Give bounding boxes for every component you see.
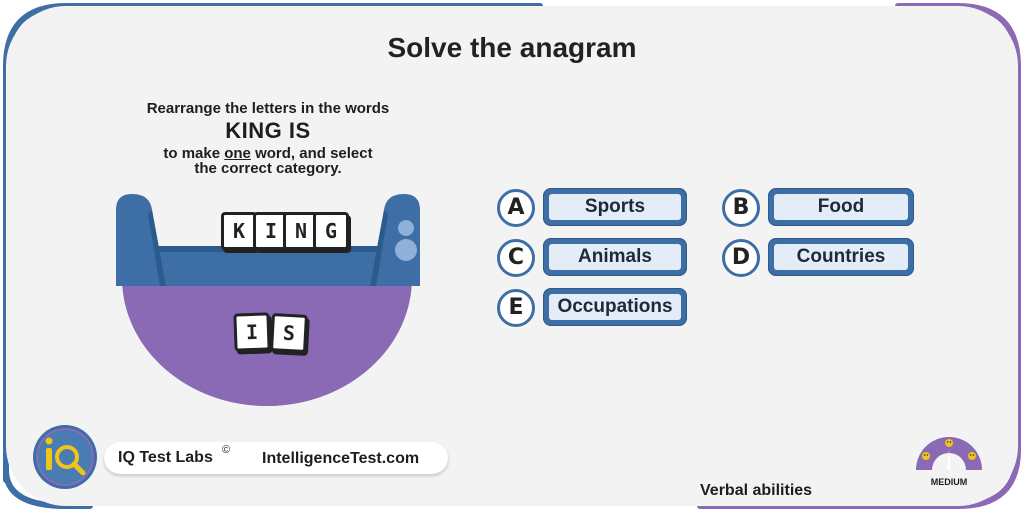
instruction-line-1: Rearrange the letters in the words [146,100,390,117]
instruction-emphasis: one [224,145,251,162]
option-label: Food [774,194,908,220]
brand-site: IntelligenceTest.com [262,450,420,467]
option-letter-badge: A [497,189,535,227]
option-label: Occupations [549,294,681,320]
page-title: Solve the anagram [387,32,637,63]
option-label: Sports [549,194,681,220]
option-label: Animals [549,244,681,270]
option-label: Countries [774,244,908,270]
option-letter-badge: B [722,189,760,227]
difficulty-label: MEDIUM [930,477,968,487]
copyright-mark: © [222,444,231,456]
option-button[interactable]: Occupations [543,288,687,326]
option-b[interactable]: B Food [722,188,914,227]
instruction-line-4: the correct category. [194,160,342,177]
option-button[interactable]: Sports [543,188,687,226]
iq-logo-icon [33,425,97,489]
letter-tile: K [221,212,257,250]
letter-tile: G [313,212,349,250]
option-button[interactable]: Food [768,188,914,226]
option-letter-badge: E [497,289,535,327]
option-button[interactable]: Animals [543,238,687,276]
brand-bar: IQ Test Labs © IntelligenceTest.com [104,442,448,474]
option-letter-badge: D [722,239,760,277]
brand-name: IQ Test Labs [118,449,213,466]
question-category: Verbal abilities [700,482,813,499]
letter-tile: I [233,312,271,352]
instruction-line-3: to make one word, and select the correct… [118,146,418,176]
letter-tile: S [270,313,308,353]
option-letter-badge: C [497,239,535,277]
gauge-needle [947,450,951,470]
option-button[interactable]: Countries [768,238,914,276]
option-c[interactable]: C Animals [497,238,687,277]
option-d[interactable]: D Countries [722,238,914,277]
instruction-line-3-pre: to make [163,145,225,162]
instruction-line-3-post: word, and select [250,145,373,162]
difficulty-gauge-icon [916,437,982,470]
anagram-words: KING IS [225,118,311,143]
option-e[interactable]: E Occupations [497,288,687,327]
option-a[interactable]: A Sports [497,188,687,227]
